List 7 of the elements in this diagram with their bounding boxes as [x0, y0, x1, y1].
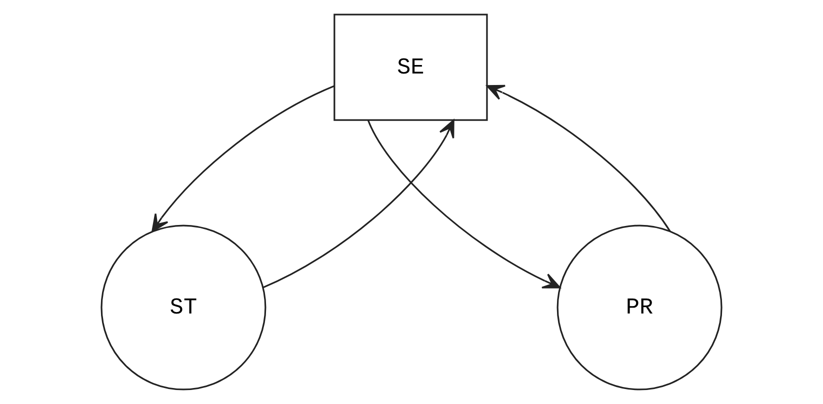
arrow	[486, 84, 671, 232]
arrow	[262, 120, 454, 288]
node-circle: PR	[556, 224, 722, 390]
node-circle: ST	[100, 224, 266, 390]
arrow	[367, 120, 561, 288]
node-box: SE	[334, 14, 488, 121]
arrow	[152, 85, 335, 232]
